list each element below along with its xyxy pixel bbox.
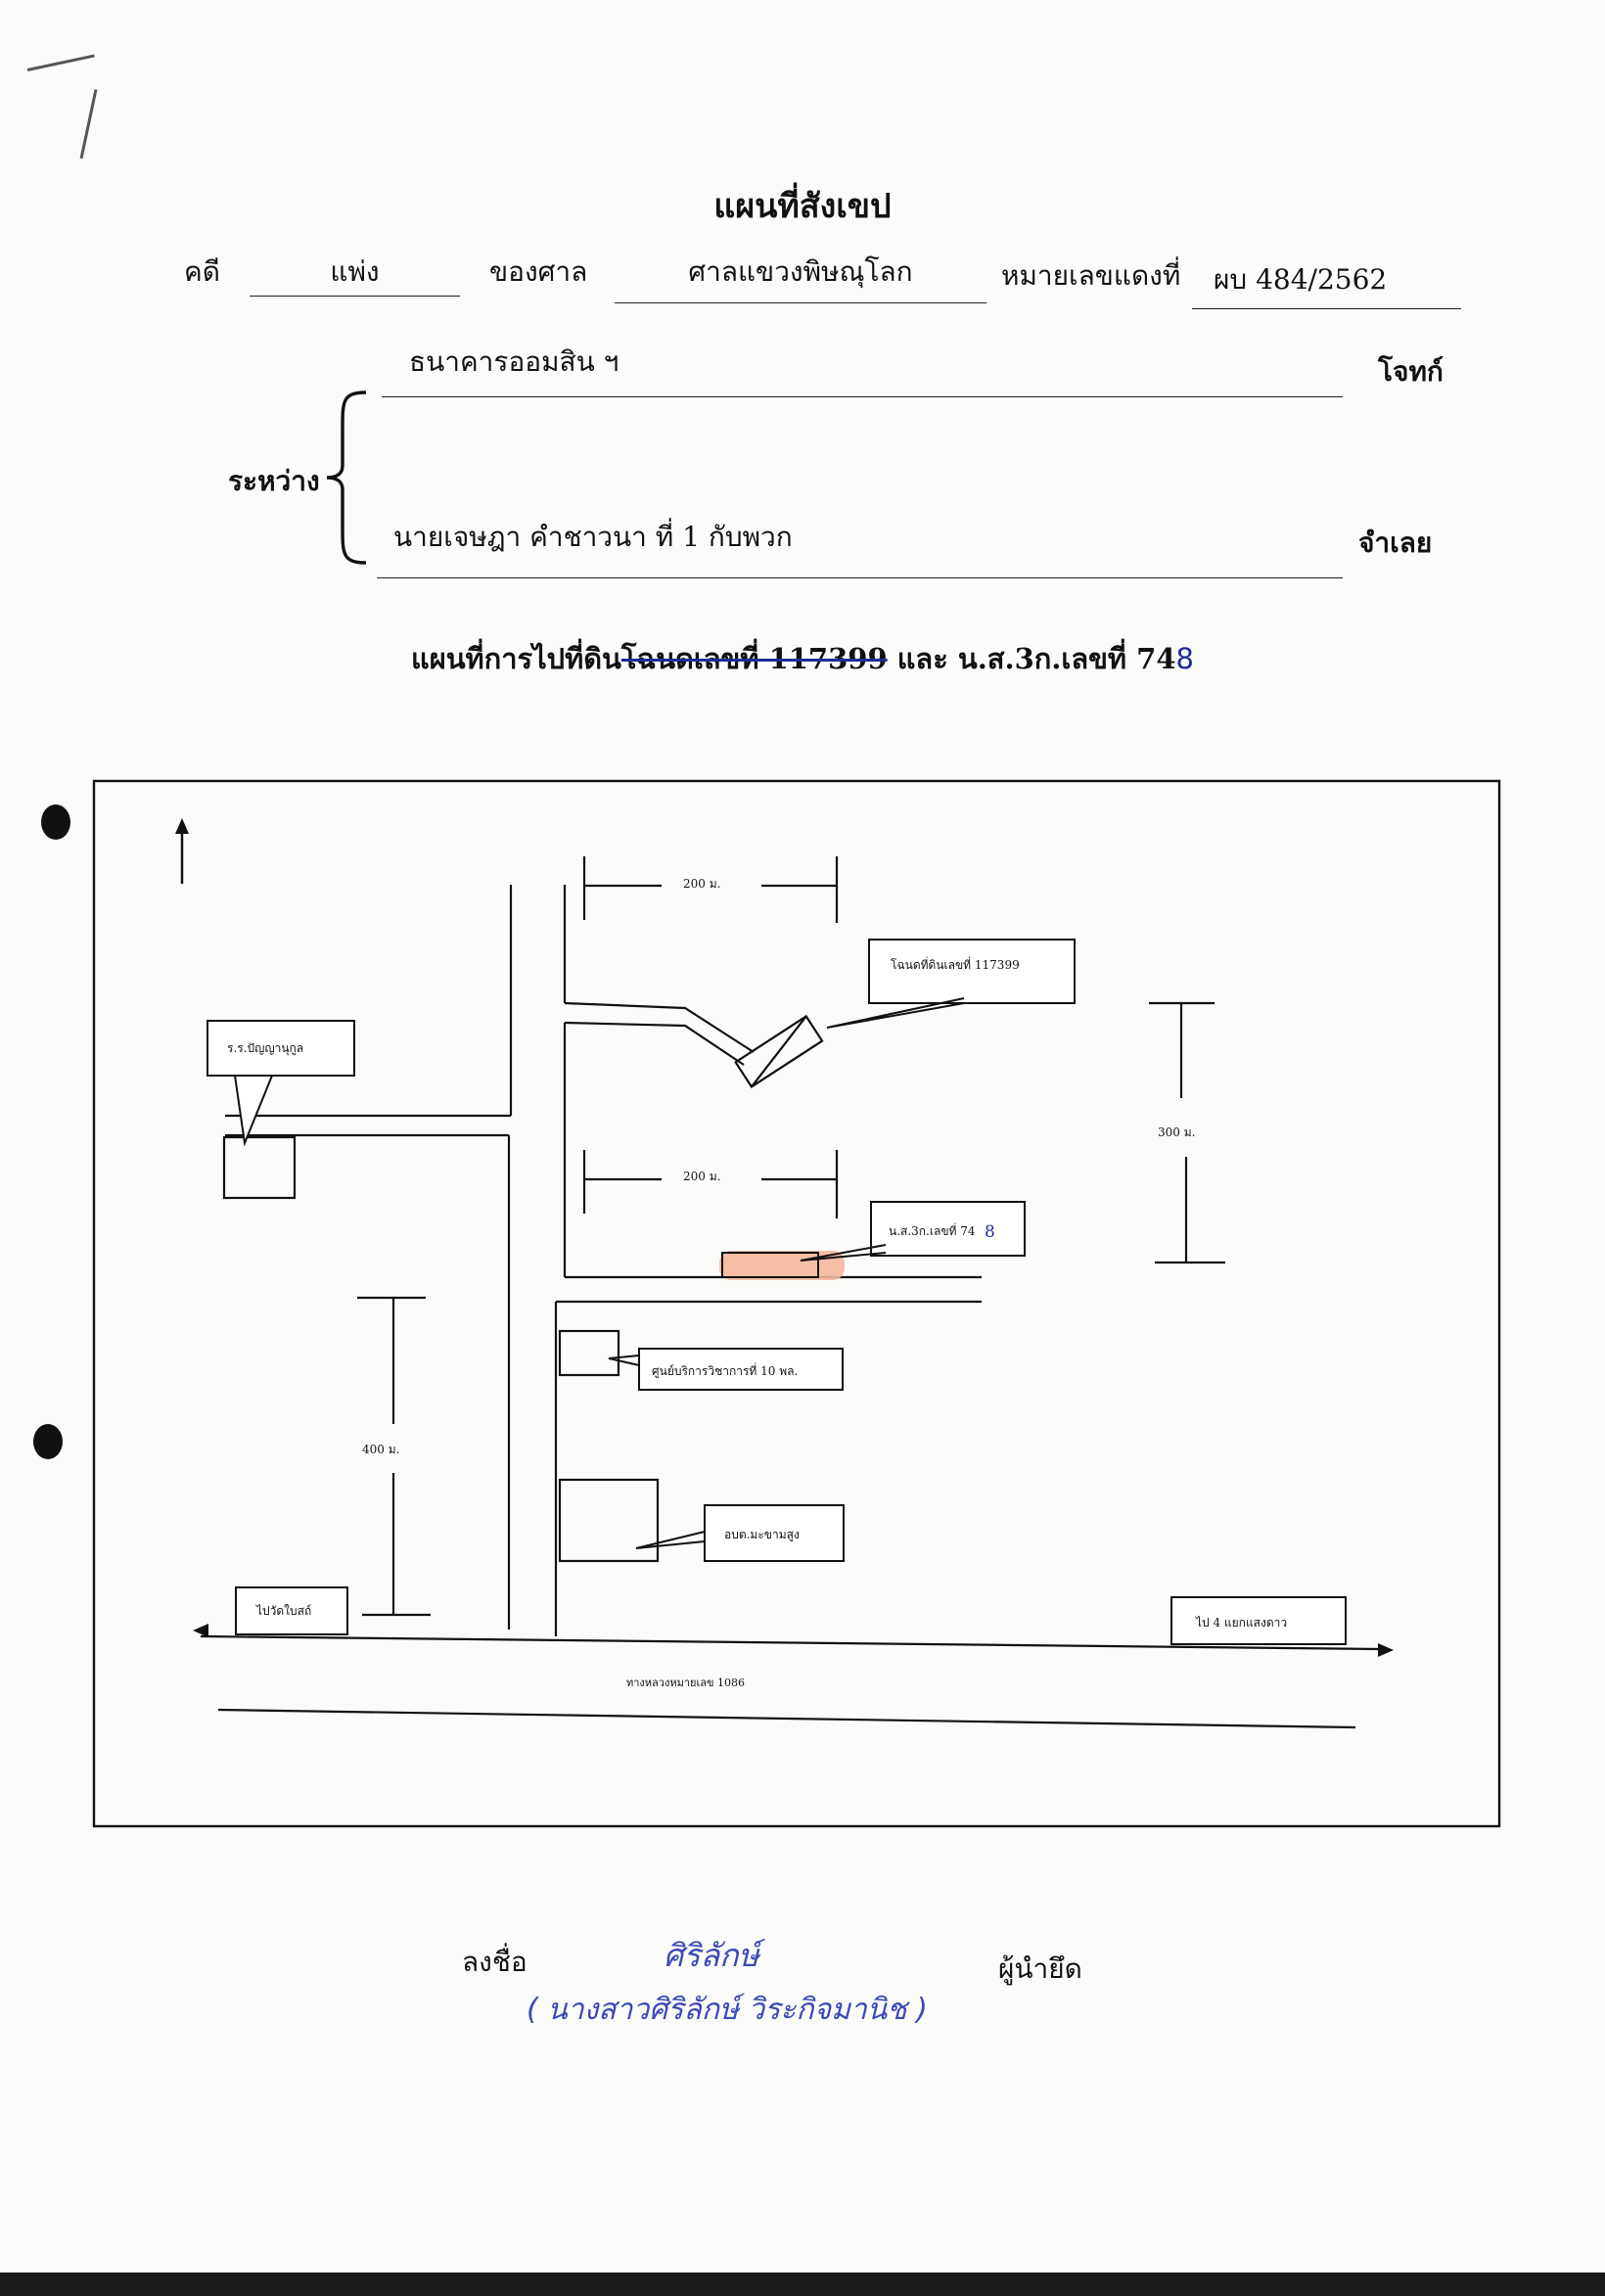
callout-pointer (233, 1075, 274, 1147)
court-name-underline (615, 302, 986, 303)
callout-to-wat (235, 1586, 348, 1635)
label-highway: ทางหลวงหมายเลข 1086 (626, 1676, 745, 1689)
scan-edge (0, 2273, 1605, 2296)
court-label: ของศาล (489, 255, 588, 288)
north-arrow-icon (175, 818, 189, 884)
callout-to-junction (1170, 1596, 1347, 1645)
callout-center (638, 1348, 844, 1391)
page-title: แผนที่สังเขป (713, 187, 892, 226)
punch-hole-icon (41, 804, 70, 840)
sign-label: ลงชื่อ (462, 1946, 527, 1978)
label-title-deed: โฉนดที่ดินเลขที่ 117399 (891, 956, 1020, 972)
dim-300: 300 ม. (1158, 1125, 1195, 1139)
signature-handwriting: ศิริลักษ์ (664, 1937, 759, 1974)
dimension-lines (357, 856, 1225, 1617)
callout-pointer (608, 1355, 640, 1366)
road-lines (200, 885, 1381, 1729)
label-tambon: อบต.มะขามสูง (724, 1528, 800, 1542)
brace-icon (326, 390, 367, 565)
red-number: ผบ 484/2562 (1214, 263, 1388, 296)
signature-printed-name: ( นางสาวศิริลักษ์ วิระกิจมานิช ) (527, 1993, 928, 2027)
red-number-label: หมายเลขแดงที่ (1001, 259, 1181, 292)
map-heading-prefix: แผนที่การไปที่ดิน (411, 642, 621, 675)
dim-200-mid: 200 ม. (683, 1170, 720, 1183)
label-center: ศูนย์บริการวิชาการที่ 10 พล. (652, 1362, 798, 1379)
plaintiff-label: โจทก์ (1378, 355, 1444, 388)
callout-tambon (704, 1504, 845, 1562)
punch-hole-icon (33, 1424, 63, 1459)
map-heading: แผนที่การไปที่ดินโฉนดเลขที่ 117399 และ น… (0, 636, 1605, 681)
ns3k-parcel (721, 1252, 819, 1278)
label-ns3k-digit: 8 (985, 1222, 995, 1242)
map-heading-suffix: และ น.ส.3ก.เลขที่ 74 (887, 642, 1176, 675)
callout-pointer (826, 997, 965, 1029)
between-label: ระหว่าง (228, 465, 320, 497)
map-frame (92, 779, 1501, 1828)
label-to-junction: ไป 4 แยกแสงดาว (1195, 1616, 1287, 1630)
callout-ns3k (870, 1201, 1026, 1257)
red-number-underline (1192, 308, 1461, 309)
tambon-building (558, 1478, 660, 1563)
arrow-right-icon (1378, 1643, 1394, 1657)
title-deed-parcel (734, 1014, 824, 1088)
label-school: ร.ร.ปัญญานุกูล (227, 1041, 303, 1056)
map-heading-struck-deed: โฉนดเลขที่ 117399 (620, 642, 888, 675)
callout-school (206, 1020, 355, 1077)
case-type-underline (250, 296, 460, 297)
case-label: คดี (184, 255, 220, 288)
dim-200-top: 200 ม. (683, 877, 720, 891)
dim-400: 400 ม. (362, 1443, 399, 1456)
plaintiff-underline (382, 396, 1343, 397)
plaintiff-name: ธนาคารออมสิน ฯ (409, 345, 619, 378)
case-type: แพ่ง (330, 255, 380, 288)
callout-pointer (635, 1531, 706, 1549)
arrow-left-icon (193, 1624, 208, 1637)
court-name: ศาลแขวงพิษณุโลก (688, 255, 913, 288)
school-building (222, 1135, 297, 1200)
role-label: ผู้นำยึด (998, 1952, 1082, 1985)
map-heading-hand-digit: 8 (1175, 642, 1194, 675)
defendant-underline (377, 577, 1343, 578)
label-to-wat: ไปวัดใบสถ์ (255, 1604, 311, 1618)
center-building (558, 1329, 620, 1377)
label-ns3k: น.ส.3ก.เลขที่ 74 (889, 1222, 976, 1238)
defendant-label: จำเลย (1358, 527, 1433, 559)
callout-title-deed (868, 939, 1076, 1004)
defendant-name: นายเจษฎา คำชาวนา ที่ 1 กับพวก (393, 521, 793, 553)
callout-pointer (800, 1244, 887, 1262)
